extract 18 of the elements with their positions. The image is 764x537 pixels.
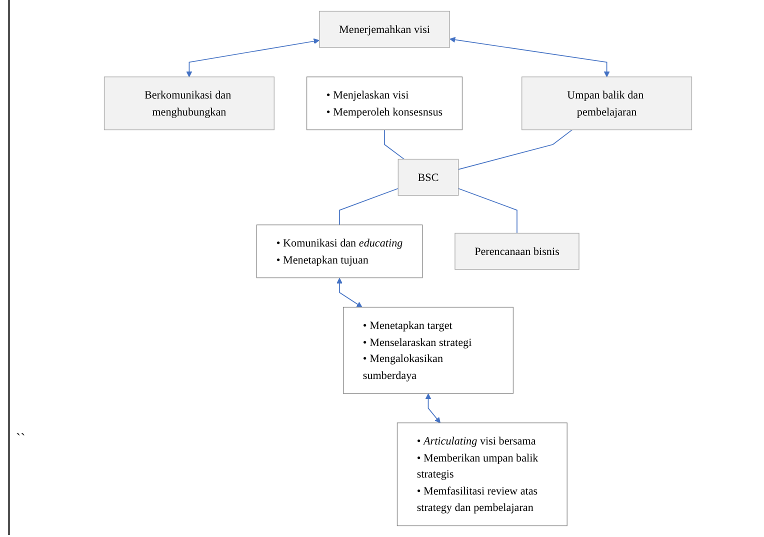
node-box: • Menetapkan target • Menselaraskan strategi • Mengalokasikan sumberdaya xyxy=(342,306,514,394)
node-box: Menerjemahkan visi xyxy=(319,10,450,48)
arrow xyxy=(450,36,610,78)
node-box: • Articulating visi bersama • Memberikan umpan balik strategis • Memfasilitasi review atas strategy dan pembelajaran xyxy=(396,422,568,526)
arrow xyxy=(336,278,362,308)
note-text: `` xyxy=(16,432,26,448)
node-box: • Menjelaskan visi • Memperoleh konsesnsus xyxy=(306,76,463,130)
node-box: Umpan balik dan pembelajaran xyxy=(522,76,692,130)
connector xyxy=(384,129,405,160)
connector xyxy=(458,188,518,234)
node-box: Perencanaan bisnis xyxy=(454,232,580,270)
connector xyxy=(458,129,573,170)
arrow xyxy=(186,38,320,78)
node-box: • Komunikasi dan educating • Menetapkan tujuan xyxy=(256,224,423,278)
node-box: Berkomunikasi dan menghubungkan xyxy=(104,76,274,130)
node-box: BSC xyxy=(398,158,459,196)
connector xyxy=(339,188,399,226)
arrow xyxy=(425,393,440,424)
